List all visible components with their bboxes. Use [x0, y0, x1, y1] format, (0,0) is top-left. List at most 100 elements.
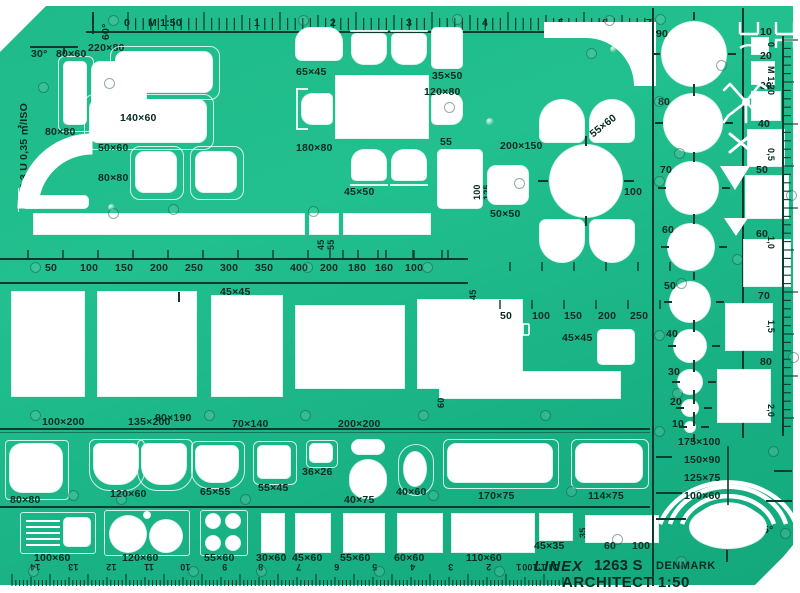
wall-slot-a — [310, 214, 338, 234]
dim-55: 55 — [326, 239, 336, 250]
mid-left-ticks — [27, 250, 449, 259]
right-ruler-scale-label: M 1:20 — [766, 66, 776, 96]
triangle-symbol — [720, 166, 750, 190]
tree-symbol — [722, 82, 768, 124]
ellipse-cutout — [690, 506, 766, 548]
bottom-num-9: 9 — [222, 562, 228, 572]
square-label-20: 20 — [760, 50, 773, 62]
label-100: 100 — [624, 186, 643, 198]
circle-crosshair-ticks — [652, 12, 736, 442]
label-50x50: 50×50 — [490, 208, 521, 220]
arc-label-125x75: 125×75 — [684, 472, 721, 484]
label-bath-114x75: 114×75 — [588, 490, 624, 502]
label-45x50: 45×50 — [344, 186, 375, 198]
top-ruler-num-1: 1 — [254, 17, 261, 29]
label-80x80-a: 80×80 — [45, 126, 76, 138]
arc-label-150x90: 150×90 — [684, 454, 721, 466]
label-45x45-b: 45×45 — [562, 332, 593, 344]
right-ruler-num-05: 0,5 — [766, 148, 776, 162]
square-label-60: 60 — [756, 228, 769, 240]
dim-45-a: 45 — [316, 239, 326, 250]
circle-label-40: 40 — [666, 328, 679, 340]
label-180x80: 180×80 — [296, 142, 333, 154]
label-65x45: 65×45 — [296, 66, 327, 78]
mid-right-ticks-upper — [509, 262, 671, 271]
right-ruler-num-10: 1,0 — [766, 236, 776, 250]
label-70x140: 70×140 — [232, 418, 269, 430]
wall-slot-long — [34, 214, 304, 234]
mid-right-150: 150 — [564, 310, 583, 322]
top-ruler-ticks — [127, 12, 654, 30]
label-kitchen-45x60: 45×60 — [292, 552, 323, 564]
mid-left-180: 180 — [348, 262, 367, 274]
bottom-num-7: 7 — [296, 562, 302, 572]
label-200x200: 200×200 — [338, 418, 381, 430]
product-title: ARCHITECT 1:50 — [562, 574, 690, 591]
bottom-num-4: 4 — [410, 562, 416, 572]
bottom-num-2: 2 — [486, 562, 492, 572]
wall-slot-b — [344, 214, 430, 234]
right-ruler-num-0: 0 — [766, 42, 776, 48]
mid-left-200: 200 — [150, 262, 169, 274]
square-label-80: 80 — [760, 356, 773, 368]
label-bath-55x45: 55×45 — [258, 482, 289, 494]
label-80x80-b: 80×80 — [98, 172, 129, 184]
label-kitchen-60: 60 — [604, 540, 617, 552]
mid-right-ticks — [499, 300, 661, 309]
top-ruler-num-0: 0 — [124, 17, 131, 29]
mid-left-50: 50 — [45, 262, 58, 274]
label-kitchen-55x60b: 55×60 — [340, 552, 371, 564]
label-50x60: 50×60 — [98, 142, 129, 154]
label-135x200: 135×200 — [128, 416, 171, 428]
mid-left-350: 350 — [255, 262, 274, 274]
cross-symbol — [728, 132, 754, 154]
block-long-slot — [440, 372, 620, 398]
circle-label-30: 30 — [668, 366, 681, 378]
label-kitchen-55x60: 55×60 — [204, 552, 235, 564]
circle-label-60: 60 — [662, 224, 675, 236]
square-label-40: 40 — [758, 118, 771, 130]
label-bath-40x75: 40×75 — [344, 494, 375, 506]
mid-right-250: 250 — [630, 310, 649, 322]
block-90x190 — [212, 296, 282, 396]
label-100x200: 100×200 — [42, 416, 85, 428]
label-kitchen-120x60: 120×60 — [122, 552, 159, 564]
dim-45-b: 45 — [468, 289, 478, 300]
mid-left-160: 160 — [375, 262, 394, 274]
bottom-num-3: 3 — [448, 562, 454, 572]
circle-label-50: 50 — [664, 280, 677, 292]
top-ruler-num-4: 4 — [482, 17, 489, 29]
mid-right-50: 50 — [500, 310, 513, 322]
bottom-num-6: 6 — [334, 562, 340, 572]
bottom-ruler-ticks — [11, 574, 564, 586]
block-small-square — [598, 330, 634, 364]
angle-30-label: 30° — [31, 48, 48, 60]
block-70x140 — [296, 306, 404, 388]
label-kitchen-30x60: 30×60 — [256, 552, 287, 564]
top-ruler-num-2: 2 — [330, 17, 337, 29]
kitchen-drainer-icon — [26, 520, 60, 546]
right-ruler-num-20: 2,0 — [766, 404, 776, 418]
mid-left-100b: 100 — [405, 262, 424, 274]
label-120x80: 120×80 — [424, 86, 461, 98]
mid-right-200: 200 — [598, 310, 617, 322]
model-number: 1263 S — [594, 557, 643, 574]
circle-label-10: 10 — [672, 418, 685, 430]
square-label-70: 70 — [758, 290, 771, 302]
label-200x150: 200×150 — [500, 140, 543, 152]
dim-60: 60 — [436, 397, 446, 408]
label-bath-170x75: 170×75 — [478, 490, 515, 502]
mid-right-100: 100 — [532, 310, 551, 322]
label-80x60: 80×60 — [56, 48, 87, 60]
square-label-10: 10 — [760, 26, 773, 38]
triangle-small-symbol — [724, 218, 748, 236]
label-kitchen-45x35: 45×35 — [534, 540, 565, 552]
circle-label-20: 20 — [670, 396, 683, 408]
label-55: 55 — [440, 136, 453, 148]
arc-label-100x60: 100×60 — [684, 490, 721, 502]
brand-name: LINEX — [534, 558, 584, 575]
wall-curve-cutout — [544, 22, 656, 86]
circle-label-90: 90 — [656, 28, 669, 40]
bottom-num-12: 12 — [106, 562, 117, 572]
